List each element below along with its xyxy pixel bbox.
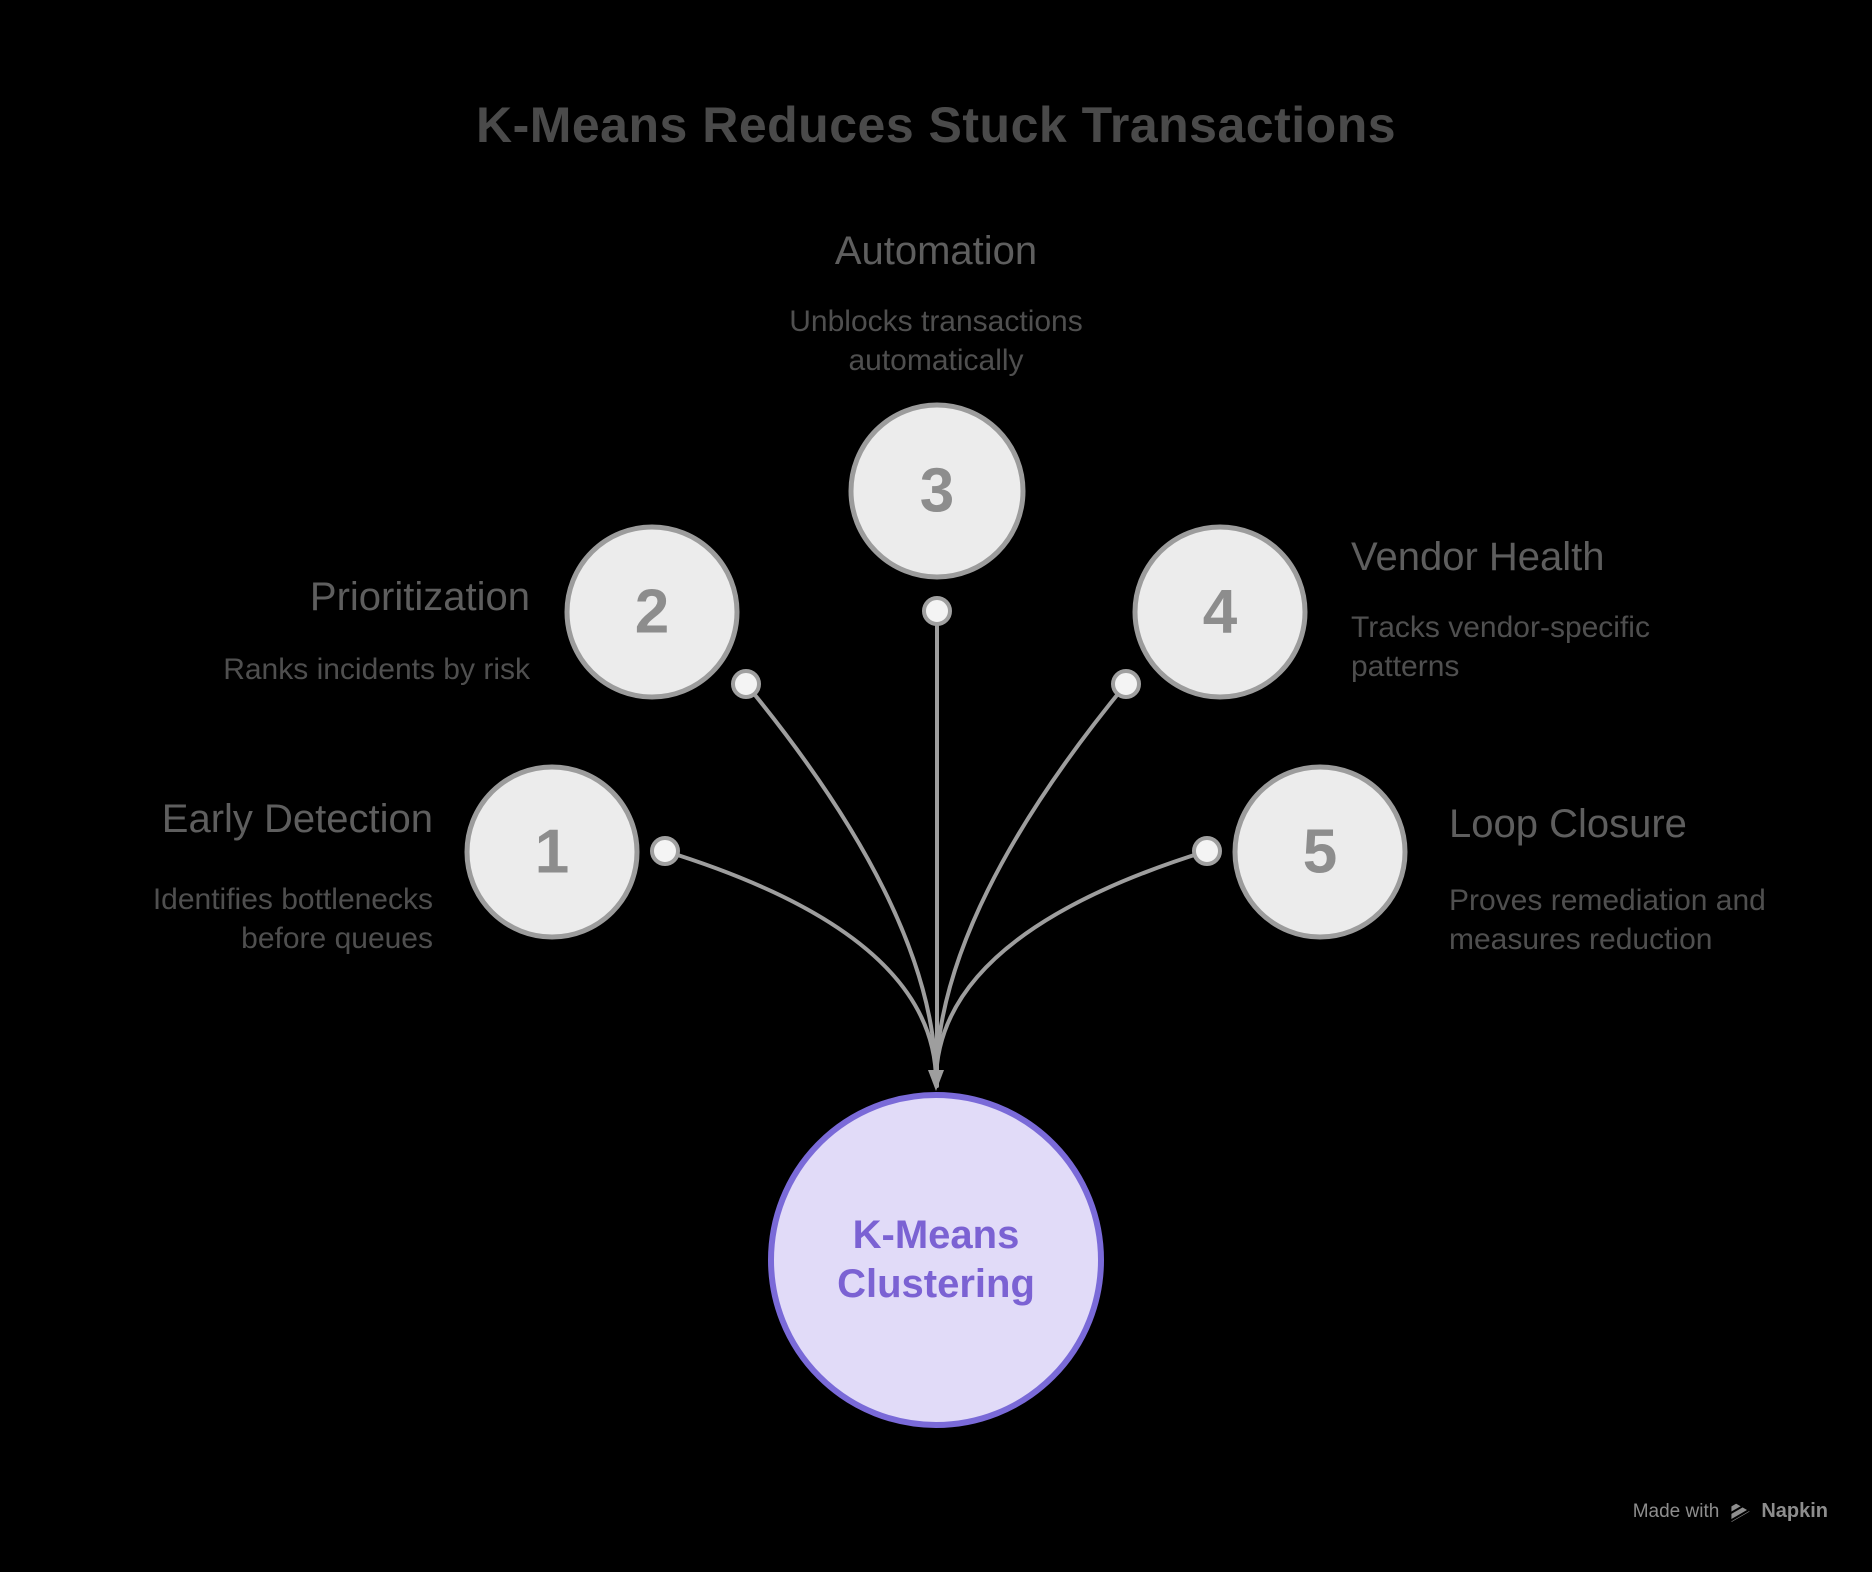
step-circle-4: [1132, 524, 1308, 700]
item-loop-closure: Loop Closure Proves remediation and meas…: [1449, 799, 1794, 959]
item-early-detection: Early Detection Identifies bottlenecks b…: [123, 794, 433, 958]
credit-brand-text: Napkin: [1761, 1500, 1828, 1522]
item-heading: Vendor Health: [1351, 535, 1605, 579]
center-circle: [768, 1092, 1104, 1428]
connector-dot-5: [1192, 836, 1222, 866]
connector-dot-1: [650, 836, 680, 866]
connector-5: [934, 849, 1209, 1084]
connector-dot-4: [1111, 669, 1141, 699]
connector-dot-3: [922, 596, 952, 626]
step-circle-3: [848, 402, 1026, 580]
connector-4: [934, 682, 1128, 1084]
center-circle-label: K-Means Clustering: [837, 1213, 1035, 1306]
step-circle-1: [464, 764, 640, 940]
item-description: Proves remediation and measures reductio…: [1449, 884, 1766, 956]
item-prioritization: Prioritization Ranks incidents by risk: [223, 572, 530, 689]
arrowhead-icon: [928, 1070, 944, 1091]
item-automation: Automation Unblocks transactions automat…: [771, 226, 1101, 380]
step-circle-5: [1232, 764, 1408, 940]
step-number-4: 4: [1202, 577, 1238, 647]
connector-1: [663, 849, 938, 1084]
item-heading: Loop Closure: [1449, 802, 1687, 846]
connector-2: [744, 682, 938, 1084]
item-description: Unblocks transactions automatically: [789, 305, 1083, 377]
item-heading: Early Detection: [161, 797, 433, 841]
item-vendor-health: Vendor Health Tracks vendor-specific pat…: [1351, 532, 1671, 686]
item-description: Tracks vendor-specific patterns: [1351, 611, 1650, 683]
item-description: Identifies bottlenecks before queues: [152, 883, 433, 955]
item-heading: Automation: [834, 229, 1038, 273]
page-title: K-Means Reduces Stuck Transactions: [475, 97, 1397, 153]
step-number-1: 1: [534, 817, 570, 887]
credit-made-with-text: Made with: [1632, 1500, 1720, 1522]
step-number-2: 2: [634, 577, 670, 647]
napkin-credit: Made with Napkin: [1633, 1498, 1828, 1525]
step-circle-2: [564, 524, 740, 700]
item-description: Ranks incidents by risk: [223, 653, 530, 686]
step-number-5: 5: [1302, 817, 1338, 887]
napkin-logo-icon: [1728, 1498, 1752, 1525]
item-heading: Prioritization: [309, 575, 530, 619]
connector-dot-2: [731, 669, 761, 699]
step-number-3: 3: [919, 456, 955, 526]
